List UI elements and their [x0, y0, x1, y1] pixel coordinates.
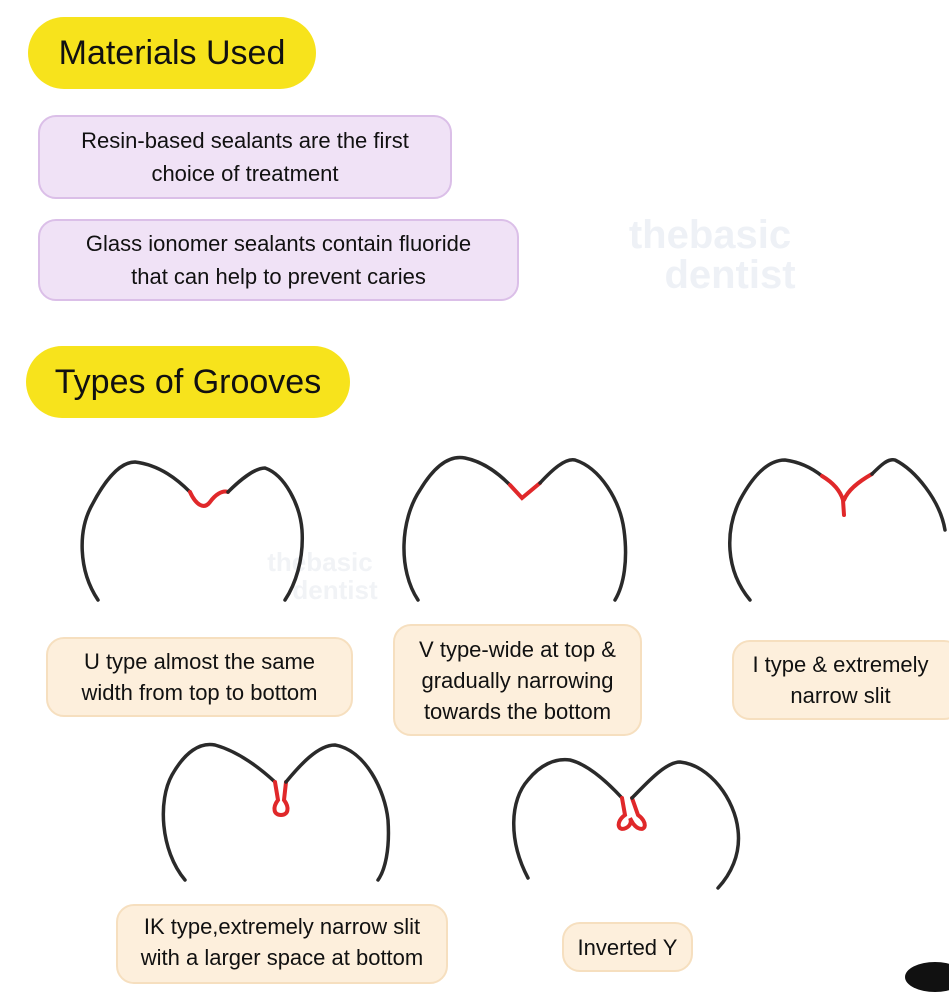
watermark-small: thebasic dentist	[250, 548, 390, 604]
i-type-tooth	[728, 457, 947, 602]
label-line: V type-wide at top &	[419, 636, 616, 662]
materials-title: Materials Used	[28, 17, 316, 89]
groove-label-i-type: I type & extremely narrow slit	[732, 640, 949, 720]
material-card-glass-ionomer: Glass ionomer sealants contain fluoride t…	[38, 219, 519, 301]
inverted-y-tooth	[512, 757, 741, 890]
watermark-small-line1: thebasic	[267, 547, 373, 577]
ik-type-tooth	[161, 742, 391, 882]
label-line: I type & extremely	[752, 652, 929, 677]
watermark-line1: thebasic	[628, 213, 792, 257]
label-line: U type almost the same	[83, 649, 316, 674]
groove-label-inverted-y: Inverted Y	[562, 922, 693, 972]
card-line: Glass ionomer sealants contain fluoride	[85, 231, 472, 256]
materials-title-text: Materials Used	[58, 33, 286, 72]
groove-label-u-type: U type almost the same width from top to …	[46, 637, 353, 717]
card-line: that can help to prevent caries	[131, 264, 426, 289]
label-line: with a larger space at bottom	[140, 945, 424, 970]
label-line: IK type,extremely narrow slit	[143, 914, 421, 939]
watermark: thebasic dentist	[610, 215, 810, 295]
watermark-small-line2: dentist	[292, 575, 378, 605]
label-line: gradually narrowing	[421, 667, 614, 693]
card-line: choice of treatment	[151, 161, 339, 186]
grooves-title-text: Types of Grooves	[54, 362, 322, 401]
label-line: towards the bottom	[423, 698, 612, 724]
label-line: width from top to bottom	[81, 680, 318, 705]
corner-mark	[905, 962, 949, 992]
material-card-resin: Resin-based sealants are the first choice…	[38, 115, 452, 199]
label-line: Inverted Y	[577, 934, 678, 960]
card-line: Resin-based sealants are the first	[81, 128, 409, 153]
label-line: narrow slit	[790, 683, 891, 708]
groove-label-v-type: V type-wide at top & gradually narrowing t…	[393, 624, 642, 736]
v-type-tooth	[402, 455, 628, 602]
groove-label-ik-type: IK type,extremely narrow slit with a larg…	[116, 904, 448, 984]
watermark-line2: dentist	[664, 253, 796, 297]
u-type-tooth	[80, 460, 305, 602]
grooves-title: Types of Grooves	[26, 346, 350, 418]
